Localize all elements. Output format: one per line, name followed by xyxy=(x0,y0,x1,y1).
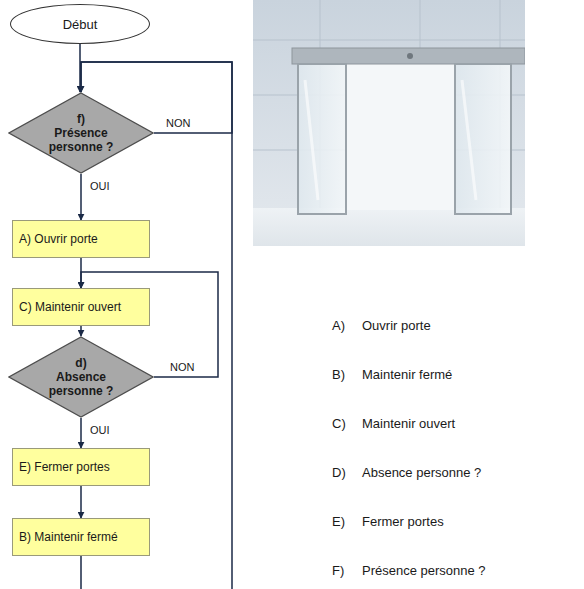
list-letter: A) xyxy=(332,318,345,334)
list-letter: F) xyxy=(332,563,344,579)
node-label: d) xyxy=(43,356,119,370)
list-letter: C) xyxy=(332,416,346,432)
list-item: Ouvrir porte xyxy=(362,318,431,334)
diamond-shape xyxy=(9,337,153,417)
sensor xyxy=(407,53,413,59)
list-letter: D) xyxy=(332,465,346,481)
node-label: E) Fermer portes xyxy=(19,460,110,474)
branch-label: NON xyxy=(168,361,196,374)
node-text-group: C) Maintenir ouvert xyxy=(19,300,121,314)
list-letter: E) xyxy=(332,514,345,530)
glass-reflection xyxy=(305,80,476,200)
node-label: Présence personne ? xyxy=(43,126,119,154)
list-item: Maintenir ouvert xyxy=(362,416,455,432)
node-label: B) Maintenir fermé xyxy=(19,530,118,544)
node-label: A) Ouvrir porte xyxy=(19,232,98,246)
node-text-group: A) Ouvrir porte xyxy=(19,232,98,246)
list-item: Fermer portes xyxy=(362,514,444,530)
process-box: B) Maintenir fermé xyxy=(12,518,150,556)
flow-connector xyxy=(80,486,82,518)
node-label: f) xyxy=(43,112,119,126)
node-label: C) Maintenir ouvert xyxy=(19,300,121,314)
process-box: A) Ouvrir porte xyxy=(12,220,150,258)
start-terminal: Début xyxy=(10,4,150,44)
flow-connector xyxy=(80,174,82,220)
list-letter: B) xyxy=(332,367,345,383)
process-box: C) Maintenir ouvert xyxy=(12,288,150,326)
branch-label: NON xyxy=(164,117,192,130)
node-label: Début xyxy=(63,17,98,32)
decision-diamond: f)Présence personne ? xyxy=(8,92,154,174)
node-label: Absence personne ? xyxy=(43,370,119,398)
photo-scene xyxy=(253,0,525,246)
list-item: Présence personne ? xyxy=(362,563,486,579)
list-item: Maintenir fermé xyxy=(362,367,452,383)
door-opening xyxy=(345,64,455,210)
branch-label: OUI xyxy=(88,180,112,193)
diamond-shape xyxy=(9,93,153,173)
node-text-group: d)Absence personne ? xyxy=(43,356,119,398)
node-text-group: f)Présence personne ? xyxy=(43,112,119,154)
door-header xyxy=(292,48,525,64)
wall xyxy=(253,0,525,246)
list-item: Absence personne ? xyxy=(362,465,481,481)
node-text-group: E) Fermer portes xyxy=(19,460,110,474)
node-text-group: B) Maintenir fermé xyxy=(19,530,118,544)
process-box: E) Fermer portes xyxy=(12,448,150,486)
decision-diamond: d)Absence personne ? xyxy=(8,336,154,418)
branch-label: OUI xyxy=(88,424,112,437)
flow-connector xyxy=(80,418,82,448)
flow-connector xyxy=(80,326,82,336)
node-text-group: Début xyxy=(63,17,98,32)
